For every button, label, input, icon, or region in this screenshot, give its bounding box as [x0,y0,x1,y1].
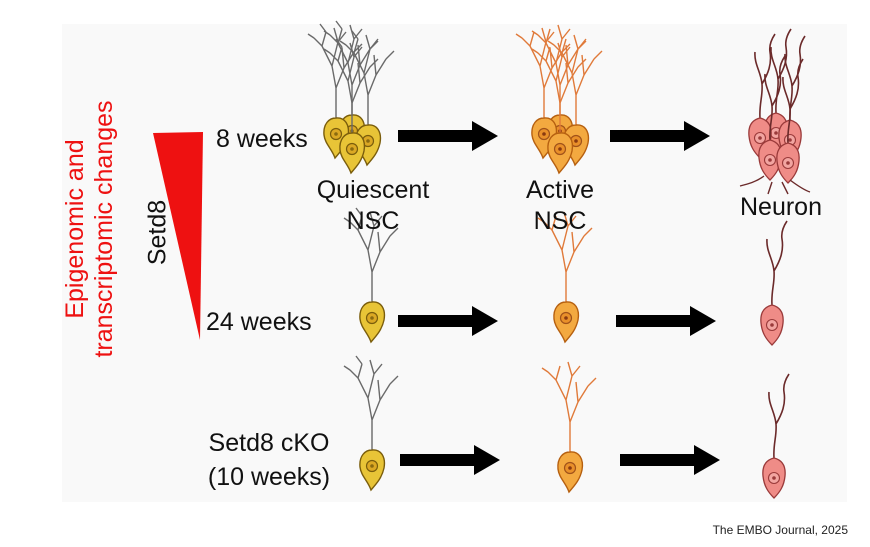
row-24-weeks-label: 24 weeks [206,308,312,336]
setd8-side-label: Setd8 [143,199,172,266]
arrow-icon [620,445,720,475]
row-8-weeks-label: 8 weeks [216,125,308,153]
neuron-label: Neuron [740,193,822,221]
row-setd8-cko-label: Setd8 cKO (10 weeks) [207,429,331,491]
active-nsc-icon [541,361,597,493]
arrow-icon [400,445,500,475]
arrow-icon [610,121,710,151]
epigenomic-changes-label: Epigenomic and transcriptomic changes [61,29,119,429]
gradient-triangle-icon [153,132,203,340]
epigenomic-label-line2: transcriptomic changes [90,100,118,358]
neuron-cluster-icon [739,28,811,195]
journal-credit: The EMBO Journal, 2025 [712,523,848,537]
arrow-icon [398,121,498,151]
arrow-icon [616,306,716,336]
neuron-icon [760,220,788,346]
arrow-icon [398,306,498,336]
quiescent-nsc-icon [343,355,399,491]
epigenomic-label-line1: Epigenomic and [61,139,89,319]
active-nsc-cluster-icon [515,24,603,174]
neuron-icon [762,373,790,499]
active-nsc-label: Active NSC [525,176,595,235]
quiescent-nsc-label: Quiescent NSC [316,176,430,235]
quiescent-nsc-cluster-icon [307,20,395,174]
